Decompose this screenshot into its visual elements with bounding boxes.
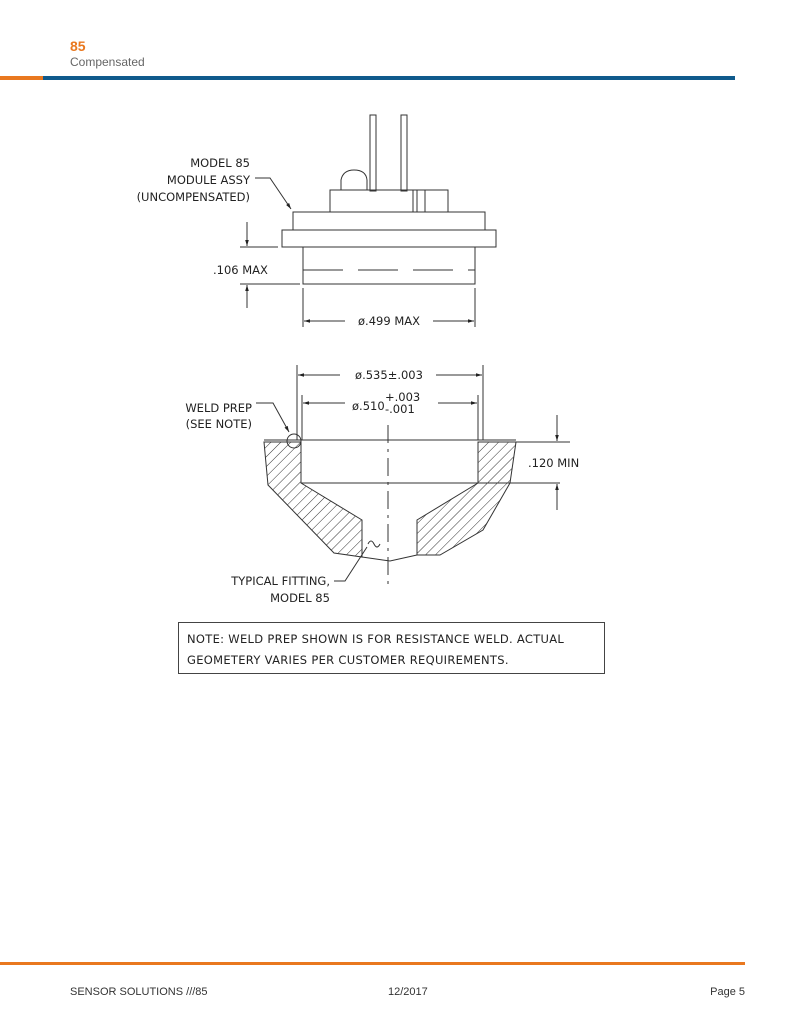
fitting-section <box>263 365 570 585</box>
svg-text:MODEL 85: MODEL 85 <box>270 591 330 605</box>
footer-page-number: Page 5 <box>710 986 745 998</box>
svg-text:ø.510: ø.510 <box>352 399 385 413</box>
tilde-icon <box>367 540 381 548</box>
svg-text:MODEL 85: MODEL 85 <box>190 156 250 170</box>
product-model: 85 <box>70 38 86 54</box>
note-line: NOTE: WELD PREP SHOWN IS FOR RESISTANCE … <box>187 632 565 646</box>
svg-text:TYPICAL FITTING,: TYPICAL FITTING, <box>230 574 330 588</box>
header-rule <box>43 76 735 80</box>
svg-text:+.003: +.003 <box>385 390 420 404</box>
footer-rule <box>0 962 745 965</box>
module-assembly <box>281 114 497 285</box>
svg-text:.106 MAX: .106 MAX <box>213 263 268 277</box>
dimension-height: .106 MAX <box>213 222 300 308</box>
footer-date: 12/2017 <box>388 986 428 998</box>
svg-text:-.001: -.001 <box>385 402 415 416</box>
weld-prep-label: WELD PREP (SEE NOTE) <box>185 401 290 433</box>
dimension-outer: ø.535±.003 <box>298 368 482 382</box>
note-line: GEOMETERY VARIES PER CUSTOMER REQUIREMEN… <box>187 653 509 667</box>
svg-text:.120 MIN: .120 MIN <box>528 456 579 470</box>
dimension-inner: ø.510 +.003 -.001 <box>303 390 477 416</box>
fitting-label: TYPICAL FITTING, MODEL 85 <box>230 546 368 605</box>
weld-prep-marker <box>286 433 302 449</box>
footer-company: SENSOR SOLUTIONS ///85 <box>70 986 208 998</box>
weld-note: NOTE: WELD PREP SHOWN IS FOR RESISTANCE … <box>178 622 605 674</box>
svg-text:WELD PREP: WELD PREP <box>185 401 252 415</box>
svg-text:(SEE NOTE): (SEE NOTE) <box>186 417 252 431</box>
svg-text:MODULE ASSY: MODULE ASSY <box>167 173 251 187</box>
dimension-diameter: ø.499 MAX <box>302 288 476 328</box>
module-label: MODEL 85 MODULE ASSY (UNCOMPENSATED) <box>137 156 292 210</box>
svg-text:ø.535±.003: ø.535±.003 <box>355 368 423 382</box>
svg-text:ø.499 MAX: ø.499 MAX <box>358 314 420 328</box>
header-accent-bar <box>0 76 43 80</box>
product-subtitle: Compensated <box>70 55 145 69</box>
dimension-depth: .120 MIN <box>528 415 579 510</box>
svg-text:(UNCOMPENSATED): (UNCOMPENSATED) <box>137 190 250 204</box>
